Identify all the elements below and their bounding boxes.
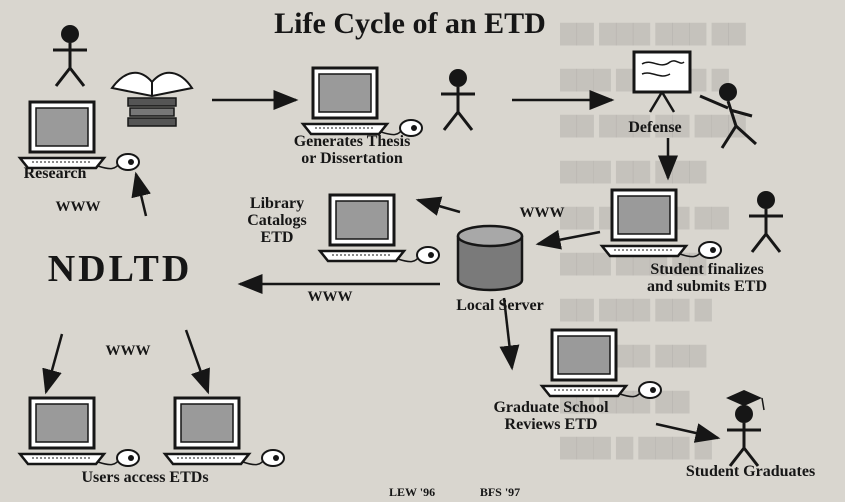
www-label-ndltd: WWW <box>307 289 353 305</box>
credit-lew: LEW '96 <box>388 485 436 499</box>
local-server-icon <box>456 224 524 292</box>
student-computer-icon <box>600 188 723 260</box>
arrow-gradschool-to-graduate <box>655 422 721 443</box>
library-computer-icon <box>318 193 441 265</box>
student-person-icon <box>747 189 785 254</box>
student-graduates-label: Student Graduates <box>685 463 816 480</box>
research-label: Research <box>23 165 87 182</box>
graduate-school-label: Graduate School Reviews ETD <box>493 399 609 433</box>
user-computer-left-icon <box>18 396 141 468</box>
arrow-ndltd-to-user-right <box>184 329 210 395</box>
users-access-label: Users access ETDs <box>81 469 209 486</box>
arrow-finalize-to-server <box>535 229 601 250</box>
open-book-icon <box>110 72 194 127</box>
www-label-research: WWW <box>55 199 101 215</box>
arrow-ndltd-to-user-left <box>42 333 64 395</box>
ndltd-hub-label: NDLTD <box>47 248 193 290</box>
generates-thesis-label: Generates Thesis or Dissertation <box>293 133 411 167</box>
graduate-school-computer-icon <box>540 328 663 400</box>
www-label-users: WWW <box>105 343 151 359</box>
presentation-board-icon <box>632 50 692 113</box>
graduate-person-icon <box>725 390 765 468</box>
researcher-person-icon <box>51 23 89 88</box>
research-computer-icon <box>18 100 141 172</box>
defense-label: Defense <box>628 119 682 136</box>
library-catalogs-label: Library Catalogs ETD <box>247 195 307 246</box>
author-computer-icon <box>301 66 424 138</box>
presenter-person-icon <box>699 83 758 149</box>
arrow-server-to-gradschool <box>499 297 520 371</box>
www-label-student: WWW <box>519 205 565 221</box>
user-computer-right-icon <box>163 396 286 468</box>
arrow-www-to-research <box>131 171 151 217</box>
credit-bfs: BFS '97 <box>479 485 521 499</box>
student-finalizes-label: Student finalizes and submits ETD <box>646 261 768 295</box>
diagram-title: Life Cycle of an ETD <box>274 7 546 40</box>
arrow-server-to-library <box>415 196 461 216</box>
author-person-icon <box>439 67 477 132</box>
local-server-label: Local Server <box>456 297 544 314</box>
